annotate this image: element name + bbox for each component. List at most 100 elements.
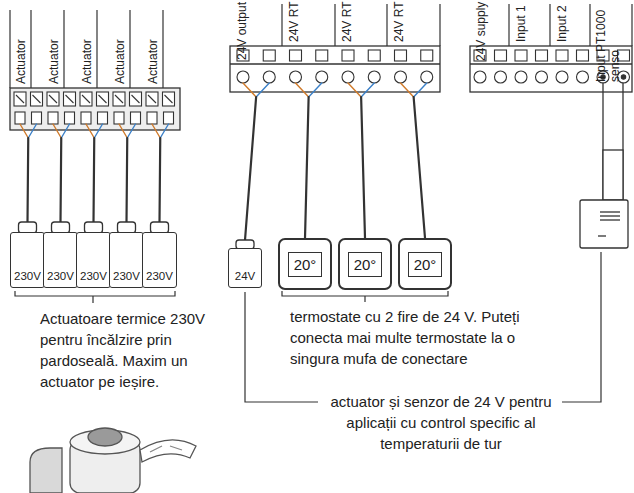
terminal-hole xyxy=(342,71,354,83)
brown-wire xyxy=(243,83,256,97)
terminal-hole xyxy=(237,71,249,83)
voltage-label: 230V xyxy=(113,270,140,282)
terminal-hole xyxy=(556,71,568,83)
brown-wire xyxy=(401,83,414,97)
terminal-name: Input PT1000 senso xyxy=(594,2,622,82)
terminal-hole xyxy=(81,112,91,124)
leader-line xyxy=(562,252,601,402)
terminal-screw xyxy=(146,92,158,106)
terminal-slot xyxy=(165,95,173,103)
thermostat-display: 20° xyxy=(408,252,443,277)
thermostat: 20° xyxy=(338,238,392,290)
terminal-screw xyxy=(556,50,568,61)
column-line xyxy=(96,10,97,88)
cable xyxy=(59,138,62,222)
terminal-name: 24V RT xyxy=(392,2,406,42)
terminal-name: 24V supply xyxy=(474,2,488,61)
terminal-name: Input 2 xyxy=(555,5,569,42)
actuator-body: 24V xyxy=(228,248,262,288)
terminal-screw xyxy=(495,50,507,61)
description-note: termostate cu 2 fire de 24 V. Puteți con… xyxy=(290,306,552,369)
column-line xyxy=(439,4,440,46)
terminal-hole xyxy=(495,71,507,83)
actuator-illustration xyxy=(30,428,196,493)
terminal-hole xyxy=(316,71,328,83)
terminal-name: Actuator xyxy=(146,39,160,84)
terminal-screw xyxy=(14,92,26,106)
terminal-hole xyxy=(164,112,174,124)
terminal-hole xyxy=(98,112,108,124)
terminal-screw xyxy=(80,92,92,106)
terminal-hole xyxy=(65,112,75,124)
terminal-slot xyxy=(33,95,41,103)
actuator-body: 230V xyxy=(43,232,78,288)
blue-wire xyxy=(309,83,322,97)
blue-wire xyxy=(361,83,374,97)
cable xyxy=(305,97,309,238)
terminal-screw xyxy=(47,92,59,106)
description-note: actuator și senzor de 24 V pentru aplica… xyxy=(325,391,557,454)
terminal-screw xyxy=(130,92,142,106)
terminal-hole xyxy=(48,112,58,124)
terminal-name: Actuator xyxy=(14,39,28,84)
terminal-screw xyxy=(368,50,380,61)
brown-wire xyxy=(152,124,160,138)
terminal-screw xyxy=(536,50,548,61)
terminal-hole xyxy=(147,112,157,124)
terminal-screw xyxy=(395,50,407,61)
column-line xyxy=(30,10,31,88)
terminal-slot xyxy=(66,95,74,103)
blue-wire xyxy=(256,83,269,97)
terminal-hole xyxy=(515,71,527,83)
terminal-screw xyxy=(163,92,175,106)
terminal-slot xyxy=(115,95,123,103)
actuator-body: 230V xyxy=(109,232,144,288)
terminal-screw xyxy=(577,50,589,61)
cable xyxy=(92,138,95,222)
terminal-screw xyxy=(263,50,275,61)
thermostat: 20° xyxy=(278,238,332,290)
terminal-hole xyxy=(32,112,42,124)
description-note: Actuatoare termice 230V pentru încălzire… xyxy=(40,308,218,392)
thermostat-display: 20° xyxy=(348,252,383,277)
cable xyxy=(245,97,256,240)
cable xyxy=(414,97,425,238)
column-line xyxy=(162,10,163,88)
terminal-slot xyxy=(82,95,90,103)
terminal-screw xyxy=(290,50,302,61)
terminal-slot xyxy=(132,95,140,103)
sensor-cable xyxy=(603,150,623,200)
terminal-screw xyxy=(31,92,43,106)
cable xyxy=(158,138,161,222)
terminal-name: Input 1 xyxy=(514,5,528,42)
voltage-label: 230V xyxy=(47,270,74,282)
column-line xyxy=(386,4,387,46)
column-line xyxy=(129,10,130,88)
column-line xyxy=(281,4,282,46)
cable xyxy=(125,138,128,222)
terminal-hole xyxy=(15,112,25,124)
terminal-slot xyxy=(99,95,107,103)
brown-wire xyxy=(86,124,94,138)
terminal-name: Actuator xyxy=(113,39,127,84)
blue-wire xyxy=(414,83,427,97)
actuator-body: 230V xyxy=(76,232,111,288)
terminal-block xyxy=(10,88,180,130)
terminal-hole xyxy=(131,112,141,124)
cable xyxy=(361,97,365,238)
column-line xyxy=(63,10,64,88)
terminal-slot xyxy=(49,95,57,103)
brown-wire xyxy=(53,124,61,138)
brown-wire xyxy=(348,83,361,97)
terminal-hole xyxy=(263,71,275,83)
column-line xyxy=(589,4,590,46)
terminal-hole xyxy=(536,71,548,83)
actuator-body: 230V xyxy=(142,232,177,288)
terminal-name: Actuator xyxy=(80,39,94,84)
thermostat-display: 20° xyxy=(288,252,323,277)
brown-wire xyxy=(296,83,309,97)
terminal-screw xyxy=(515,50,527,61)
column-line xyxy=(334,4,335,46)
brown-wire xyxy=(20,124,28,138)
column-line xyxy=(631,4,632,46)
